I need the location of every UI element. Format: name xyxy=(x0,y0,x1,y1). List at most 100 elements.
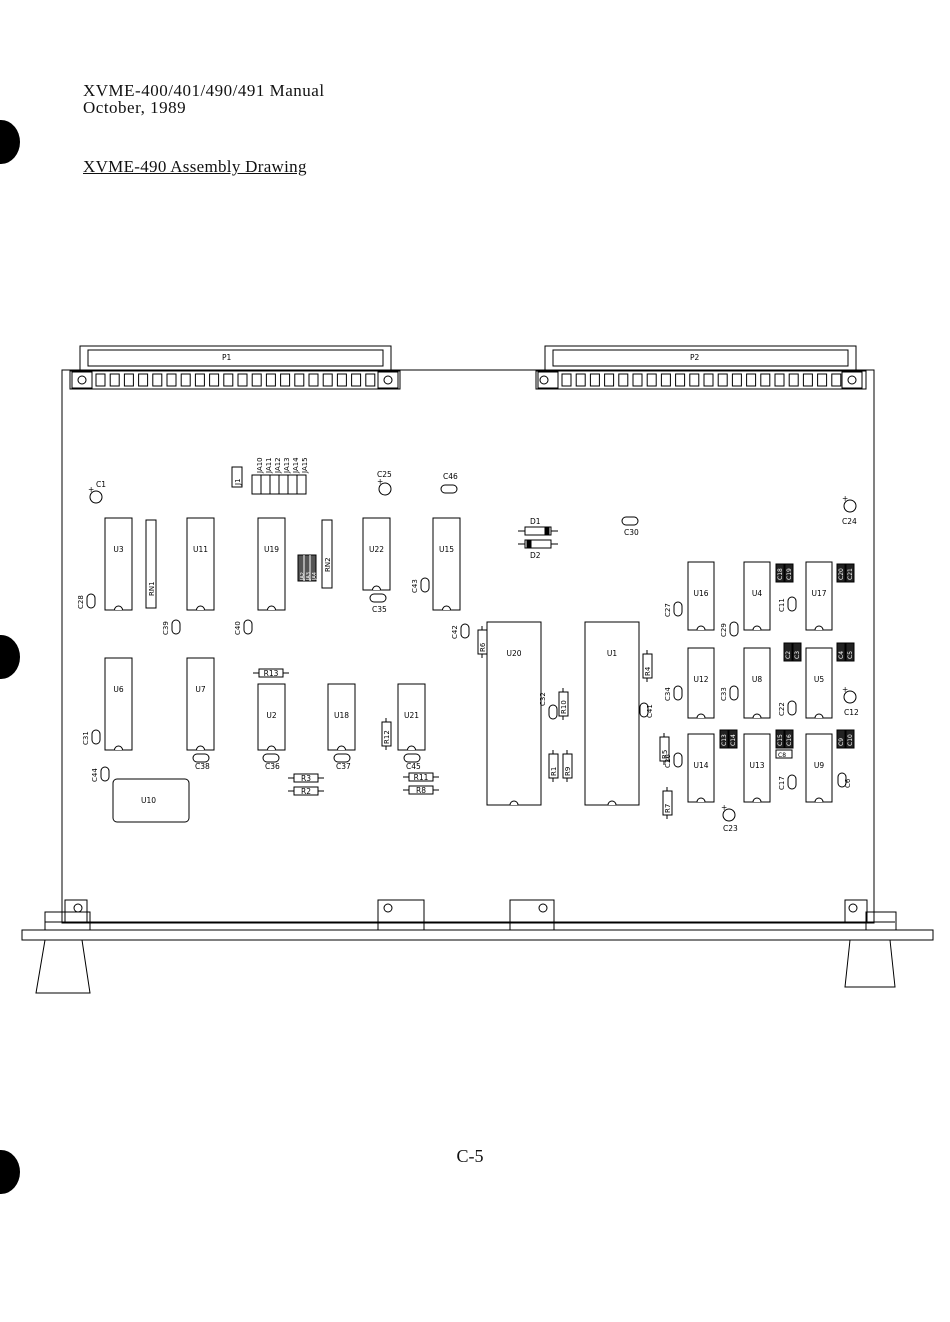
diode-d2: D2 xyxy=(518,539,558,560)
svg-text:+: + xyxy=(842,685,848,694)
svg-text:RN2: RN2 xyxy=(324,557,332,572)
capacitor-c12: +C12 xyxy=(842,685,859,717)
connector-pin xyxy=(152,373,163,387)
connector-pin xyxy=(689,373,700,387)
svg-text:C28: C28 xyxy=(77,595,85,609)
resistor-r13: R13 xyxy=(253,668,289,678)
svg-text:JA13: JA13 xyxy=(283,457,291,474)
svg-text:C14: C14 xyxy=(730,734,737,746)
connector-pin xyxy=(774,373,785,387)
svg-text:JA10: JA10 xyxy=(256,457,264,474)
resistor-r12: R12 xyxy=(381,718,392,750)
connector-pin xyxy=(589,373,600,387)
chip-u1: U1 xyxy=(584,621,640,806)
capacitor-c32: C32 xyxy=(539,692,558,720)
svg-text:C39: C39 xyxy=(162,621,170,635)
chip-u7: U7 xyxy=(186,657,215,751)
svg-text:C18: C18 xyxy=(777,568,784,580)
connector-pin xyxy=(632,373,643,387)
svg-text:C11: C11 xyxy=(778,598,786,612)
small-jumpers: JA2 JA3 JA4 xyxy=(297,554,318,582)
svg-text:C19: C19 xyxy=(786,568,793,580)
svg-text:U6: U6 xyxy=(113,685,123,694)
connector-pin xyxy=(95,373,106,387)
svg-text:U9: U9 xyxy=(814,761,824,770)
svg-text:C10: C10 xyxy=(847,734,854,746)
connector-pin xyxy=(265,373,276,387)
svg-text:U12: U12 xyxy=(693,675,708,684)
svg-text:R9: R9 xyxy=(564,767,572,776)
svg-text:JA11: JA11 xyxy=(265,457,273,474)
svg-text:C25: C25 xyxy=(377,470,392,479)
connector-pin xyxy=(717,373,728,387)
svg-text:R4: R4 xyxy=(644,666,652,676)
connector-pin xyxy=(351,373,362,387)
connector-p2: P2 xyxy=(535,345,867,390)
svg-text:R13: R13 xyxy=(264,669,279,678)
connector-pin xyxy=(194,373,205,387)
svg-text:JA3: JA3 xyxy=(306,572,312,581)
svg-text:C34: C34 xyxy=(664,687,672,701)
svg-text:C15: C15 xyxy=(777,734,784,746)
svg-text:C20: C20 xyxy=(838,568,845,580)
svg-text:U4: U4 xyxy=(752,589,762,598)
svg-text:R1: R1 xyxy=(550,767,558,776)
svg-text:R7: R7 xyxy=(664,804,672,813)
svg-text:JA14: JA14 xyxy=(292,457,300,474)
svg-text:D1: D1 xyxy=(530,517,541,526)
chip-u14: U14 xyxy=(687,733,715,803)
connector-pin xyxy=(802,373,813,387)
svg-text:C38: C38 xyxy=(195,762,210,771)
resistor-r8: R8 xyxy=(403,785,439,795)
chip-u10: U10 xyxy=(112,778,190,823)
capacitor-c25: +C25 xyxy=(377,470,392,496)
connector-pin xyxy=(251,373,262,387)
connector-pin xyxy=(123,373,134,387)
connector-pin xyxy=(788,373,799,387)
svg-text:C30: C30 xyxy=(624,528,639,537)
capacitor-c17: C17 xyxy=(778,774,797,790)
document-header: XVME-400/401/490/491 Manual October, 198… xyxy=(83,82,325,116)
connector-pin xyxy=(604,373,615,387)
connector-pin xyxy=(731,373,742,387)
resistor-r3: R3 xyxy=(288,773,324,783)
svg-text:C22: C22 xyxy=(778,702,786,716)
svg-text:JA12: JA12 xyxy=(274,457,282,474)
resistor-r5: R5 xyxy=(659,733,670,765)
svg-text:R10: R10 xyxy=(560,700,568,714)
section-title: XVME-490 Assembly Drawing xyxy=(83,157,307,176)
svg-text:U2: U2 xyxy=(266,711,276,720)
p2-label: P2 xyxy=(690,353,700,362)
svg-text:+: + xyxy=(842,494,848,503)
svg-text:C1: C1 xyxy=(96,480,106,489)
connector-pin xyxy=(336,373,347,387)
connector-pin xyxy=(646,373,657,387)
svg-text:U18: U18 xyxy=(334,711,349,720)
connector-pin xyxy=(180,373,191,387)
svg-text:D2: D2 xyxy=(530,551,541,560)
svg-text:C5: C5 xyxy=(847,651,854,659)
resistor-r11: R11 xyxy=(403,772,439,782)
connector-pin xyxy=(760,373,771,387)
svg-text:R3: R3 xyxy=(301,774,311,783)
svg-text:C4: C4 xyxy=(838,651,845,659)
capacitor-c42: C42 xyxy=(451,623,470,639)
svg-text:+: + xyxy=(377,477,383,486)
svg-text:C33: C33 xyxy=(720,687,728,701)
capacitor-c28: C28 xyxy=(77,593,96,609)
svg-text:R2: R2 xyxy=(301,787,311,796)
jumper-block: JA10 JA11 JA12 JA13 JA14 JA15 xyxy=(251,457,309,495)
chip-u19: U19 xyxy=(257,517,286,611)
capacitor-c46: C46 xyxy=(440,472,458,494)
svg-text:C36: C36 xyxy=(265,762,280,771)
manual-date: October, 1989 xyxy=(83,98,187,117)
svg-text:U5: U5 xyxy=(814,675,824,684)
svg-text:C8: C8 xyxy=(778,752,786,759)
